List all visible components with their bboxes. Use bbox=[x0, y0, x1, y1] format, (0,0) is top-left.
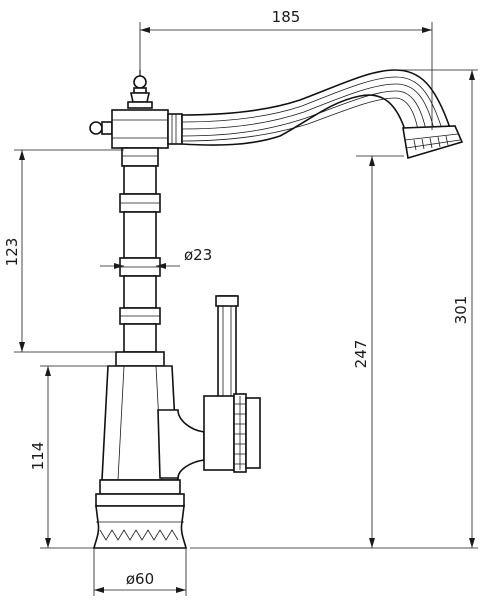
head-block bbox=[111, 109, 183, 149]
top-finial bbox=[127, 70, 153, 109]
total-height-label: 301 bbox=[452, 296, 470, 325]
lever-handle bbox=[215, 295, 239, 399]
spout-outlet-height-label: 247 bbox=[352, 340, 370, 369]
column-diameter-label: ø23 bbox=[184, 246, 212, 264]
decorative-base bbox=[92, 505, 188, 549]
base-diameter-label: ø60 bbox=[126, 570, 154, 588]
column bbox=[119, 147, 161, 353]
dimension-lines bbox=[14, 22, 478, 596]
spout bbox=[181, 69, 464, 160]
faucet-outline bbox=[89, 69, 464, 549]
spout-reach-label: 185 bbox=[272, 8, 301, 26]
column-height-label: 123 bbox=[3, 238, 21, 267]
base-height-label: 114 bbox=[29, 442, 47, 471]
column-collar bbox=[115, 351, 165, 367]
side-knob bbox=[89, 121, 113, 135]
cartridge-housing bbox=[157, 393, 261, 479]
